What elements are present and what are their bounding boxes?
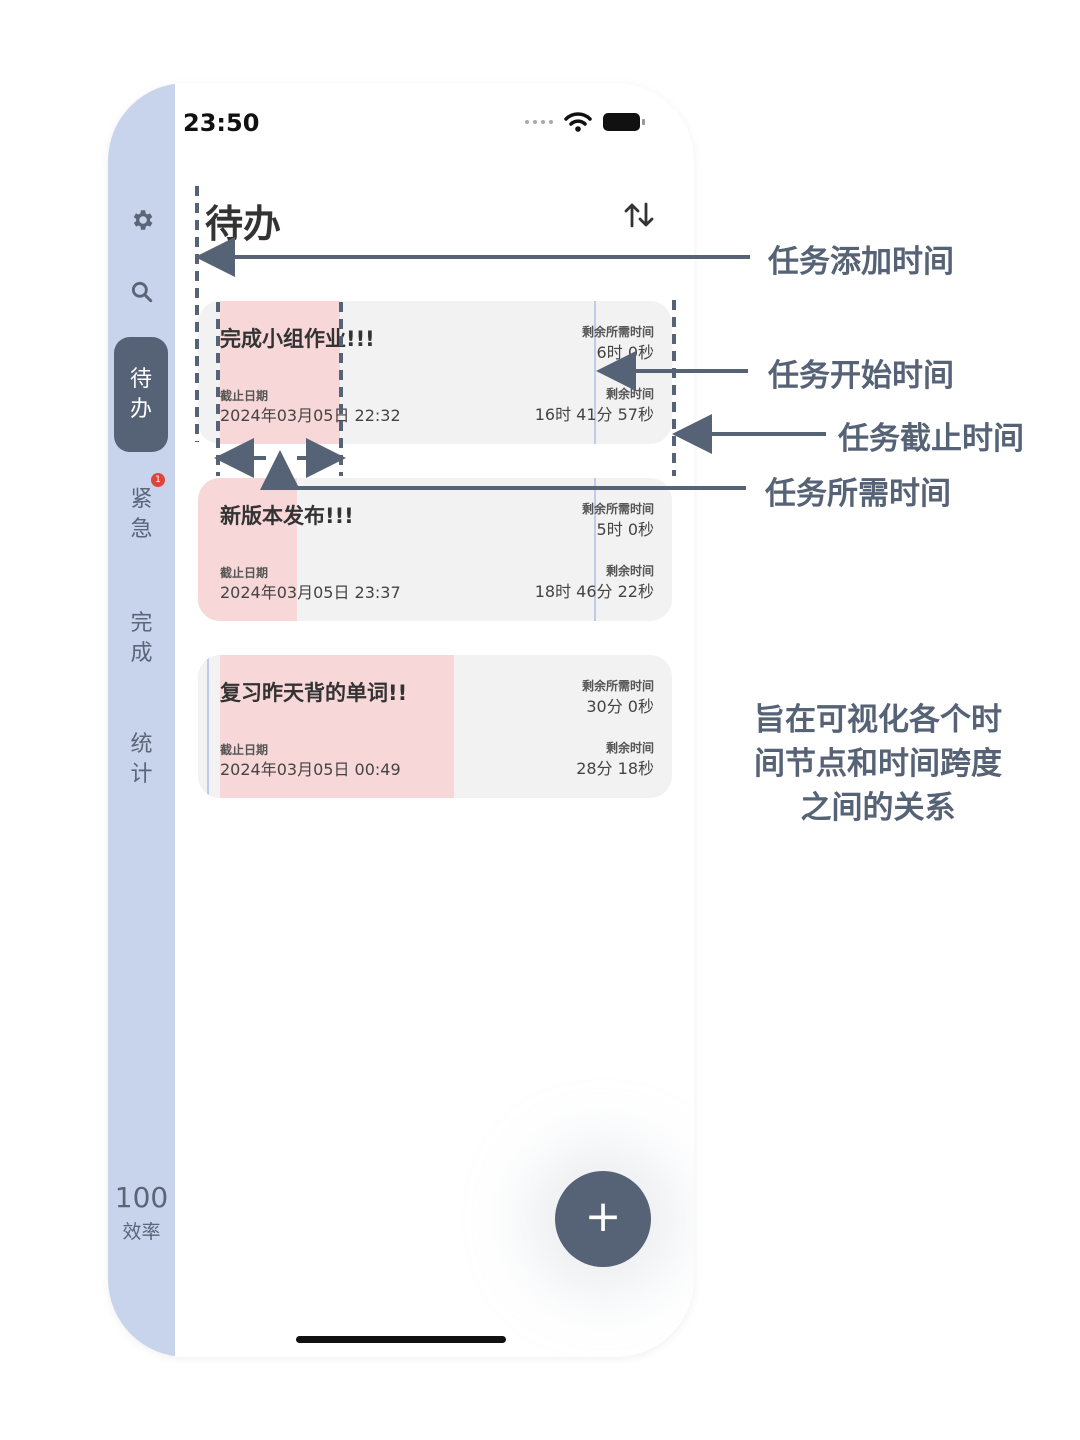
phone-frame: 待 办 紧 急 1 完 成 统 计 100 效率 23:50 待办 xyxy=(108,83,694,1357)
required-time-span xyxy=(220,301,340,444)
sidebar-item-label: 紧 急 xyxy=(130,487,153,542)
sidebar: 待 办 紧 急 1 完 成 统 计 100 效率 xyxy=(108,83,175,1357)
deadline-value: 2024年03月05日 22:32 xyxy=(220,406,401,425)
sort-button[interactable] xyxy=(623,201,655,233)
task-card[interactable]: 新版本发布!!! 截止日期 2024年03月05日 23:37 剩余所需时间 5… xyxy=(198,478,672,621)
sidebar-item-label: 完 成 xyxy=(130,611,153,666)
deadline-marker xyxy=(207,655,209,798)
task-title: 完成小组作业!!! xyxy=(220,327,375,351)
efficiency-value: 100 xyxy=(114,1181,169,1214)
required-time-span xyxy=(220,655,454,798)
gear-icon xyxy=(133,210,152,230)
search-button[interactable] xyxy=(108,279,175,311)
sidebar-item-done[interactable]: 完 成 xyxy=(108,609,175,669)
deadline-label: 截止日期 xyxy=(220,389,269,403)
remaining-time-label: 剩余时间 xyxy=(605,564,654,578)
note-line: 旨在可视化各个时 xyxy=(754,702,1002,738)
task-card[interactable]: 复习昨天背的单词!! 截止日期 2024年03月05日 00:49 剩余所需时间… xyxy=(198,655,672,798)
home-indicator xyxy=(296,1336,506,1343)
task-title: 新版本发布!!! xyxy=(220,504,354,528)
annotation-add-time: 任务添加时间 xyxy=(768,244,954,280)
signal-dots-icon xyxy=(525,120,553,124)
required-time-value: 30分 0秒 xyxy=(586,697,654,716)
status-time: 23:50 xyxy=(183,109,260,137)
remaining-time-label: 剩余时间 xyxy=(605,741,654,755)
sidebar-item-label: 待 办 xyxy=(129,366,152,422)
note-line: 之间的关系 xyxy=(800,790,956,826)
deadline-value: 2024年03月05日 23:37 xyxy=(220,583,401,602)
task-card[interactable]: 完成小组作业!!! 截止日期 2024年03月05日 22:32 剩余所需时间 … xyxy=(198,301,672,444)
required-time-label: 剩余所需时间 xyxy=(581,502,654,516)
annotation-deadline: 任务截止时间 xyxy=(838,421,1024,457)
remaining-time-value: 16时 41分 57秒 xyxy=(534,405,654,424)
sidebar-item-label: 统 计 xyxy=(130,732,153,787)
required-time-label: 剩余所需时间 xyxy=(581,679,654,693)
status-icons xyxy=(524,111,646,133)
sidebar-item-stats[interactable]: 统 计 xyxy=(108,730,175,790)
settings-button[interactable] xyxy=(108,207,175,239)
annotation-required-time: 任务所需时间 xyxy=(765,476,951,512)
deadline-marker xyxy=(594,301,596,444)
add-task-button[interactable]: + xyxy=(555,1171,651,1267)
required-time-arrow xyxy=(260,450,746,490)
wifi-icon xyxy=(564,112,592,132)
required-time-label: 剩余所需时间 xyxy=(581,325,654,339)
task-title: 复习昨天背的单词!! xyxy=(220,681,408,705)
deadline-label: 截止日期 xyxy=(220,566,269,580)
annotation-start-time: 任务开始时间 xyxy=(768,358,954,394)
required-time-value: 5时 0秒 xyxy=(596,520,654,539)
deadline-value: 2024年03月05日 00:49 xyxy=(220,760,401,779)
required-time-span xyxy=(198,478,297,621)
sort-arrows-icon xyxy=(624,202,654,228)
note-line: 间节点和时间跨度 xyxy=(754,746,1002,782)
annotation-note: 旨在可视化各个时 间节点和时间跨度 之间的关系 xyxy=(728,698,1028,830)
search-icon xyxy=(131,281,152,303)
remaining-time-value: 18时 46分 22秒 xyxy=(534,582,654,601)
deadline-label: 截止日期 xyxy=(220,743,269,757)
remaining-time-value: 28分 18秒 xyxy=(576,759,654,778)
notification-badge: 1 xyxy=(151,473,165,487)
sidebar-item-todo[interactable]: 待 办 xyxy=(114,337,168,452)
sidebar-item-urgent[interactable]: 紧 急 1 xyxy=(108,473,175,545)
deadline-marker xyxy=(594,478,596,621)
battery-icon xyxy=(603,113,645,131)
efficiency-label: 效率 xyxy=(122,1221,161,1243)
